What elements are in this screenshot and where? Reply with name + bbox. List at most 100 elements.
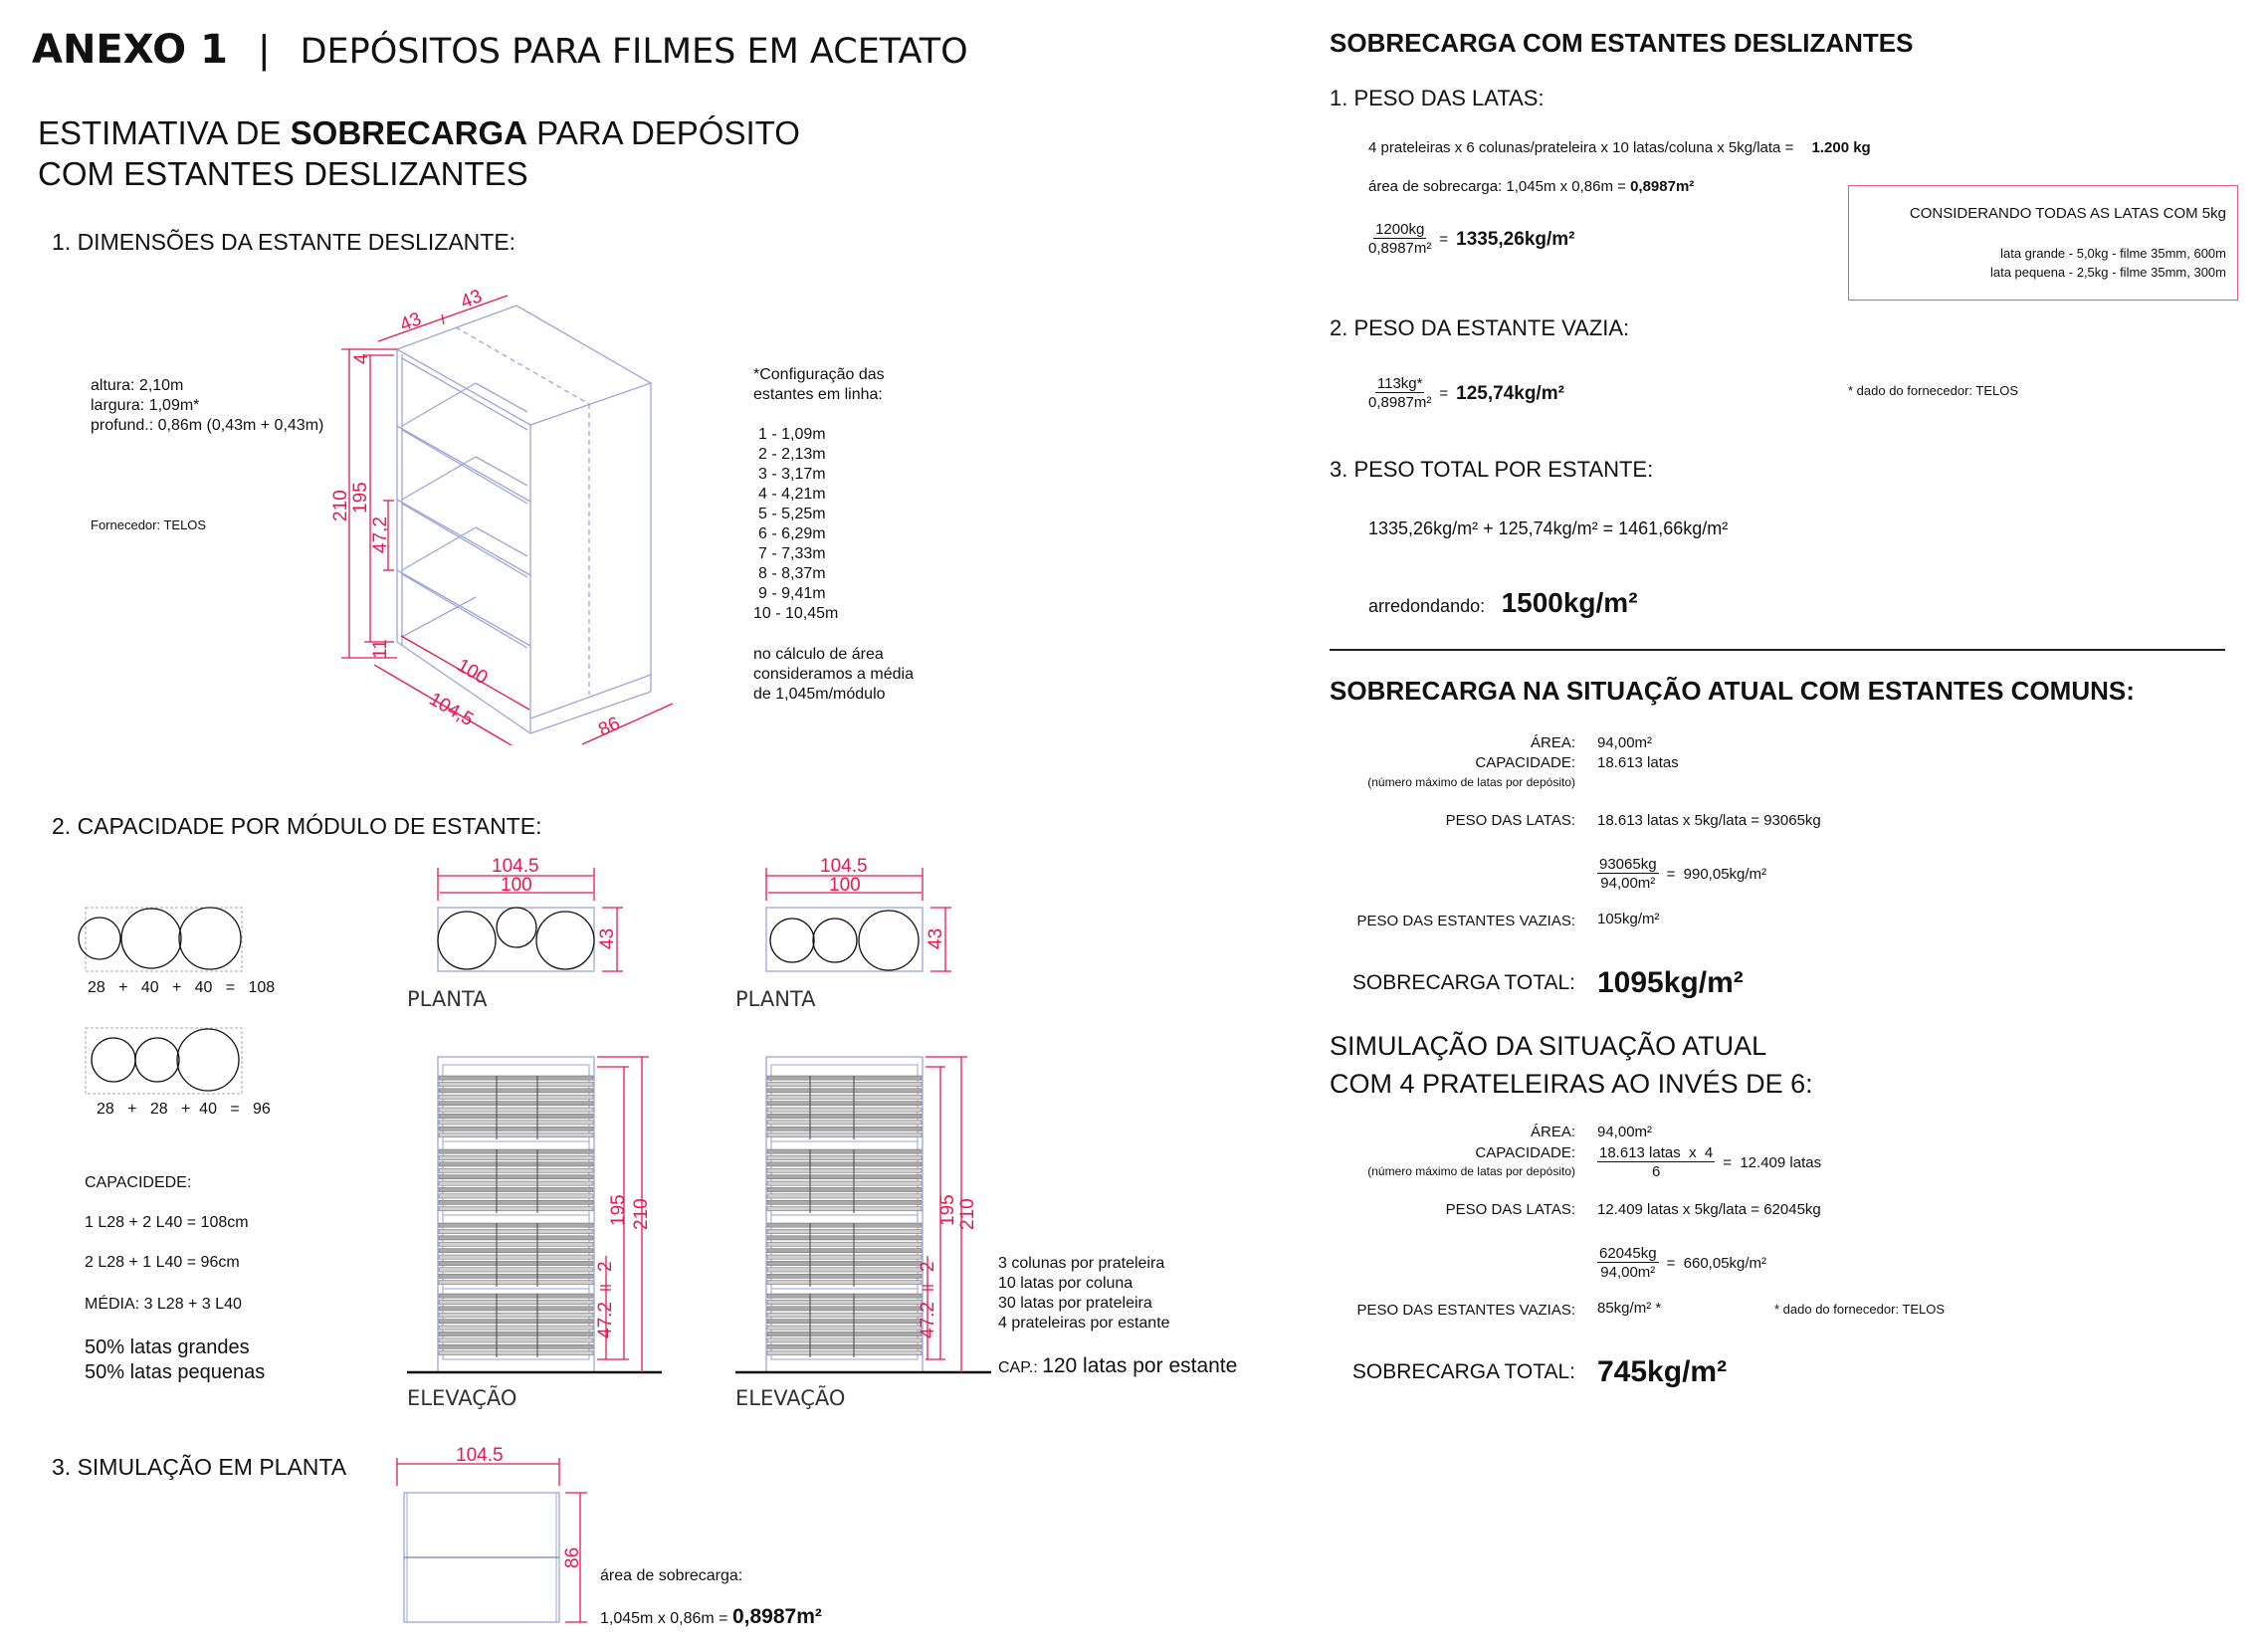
film-can-row xyxy=(766,1206,923,1212)
cap-label: CAP.: xyxy=(998,1359,1038,1376)
can-combo-1 xyxy=(78,907,243,972)
dim-elev2-210: 210 xyxy=(957,1198,978,1230)
right-title-current: SOBRECARGA NA SITUAÇÃO ATUAL COM ESTANTE… xyxy=(1330,676,2135,706)
r2-empty-value: 105kg/m² xyxy=(1597,911,1660,927)
plan-label-2: PLANTA xyxy=(735,987,816,1011)
subtitle-pre: ESTIMATIVA DE xyxy=(38,114,291,151)
dim-plan2-43: 43 xyxy=(926,928,946,949)
r3-empty-label: PESO DAS ESTANTES VAZIAS: xyxy=(1356,1302,1576,1319)
film-can-row xyxy=(766,1120,923,1126)
area-note-1: no cálculo de área xyxy=(753,646,884,663)
section-2-heading: 2. CAPACIDADE POR MÓDULO DE ESTANTE: xyxy=(52,813,542,839)
film-can-row xyxy=(766,1350,923,1356)
round-label: arredondando: xyxy=(1368,596,1486,616)
p1-calc-formula: 4 prateleiras x 6 colunas/prateleira x 1… xyxy=(1368,139,1794,156)
film-can-row xyxy=(438,1300,594,1305)
film-can-row xyxy=(438,1126,594,1131)
note-columns: 3 colunas por prateleira xyxy=(998,1255,1165,1272)
film-can-row xyxy=(766,1082,923,1087)
dim-height-210: 210 xyxy=(330,490,351,521)
config-item: 9 - 9,41m xyxy=(758,585,826,602)
sim-area-formula: 1,045m x 0,86m = xyxy=(600,1610,732,1627)
r2-capacity-value: 18.613 latas xyxy=(1597,754,1679,771)
film-can-row xyxy=(438,1148,594,1154)
pct-small-cans: 50% latas pequenas xyxy=(85,1361,266,1383)
fraction-numerator: 113kg* xyxy=(1374,375,1425,393)
film-can-row xyxy=(766,1101,923,1107)
capacity-per-shelf: CAP.: 120 latas por estante xyxy=(998,1355,1237,1376)
r3-total-value: 745kg/m² xyxy=(1597,1355,1728,1388)
film-can-row xyxy=(766,1261,923,1266)
page-header: ANEXO 1 | DEPÓSITOS PARA FILMES EM ACETA… xyxy=(32,30,968,70)
note-shelves: 4 prateleiras por estante xyxy=(998,1315,1170,1332)
film-can-row xyxy=(766,1199,923,1205)
r3-fraction-result: = 660,05kg/m² xyxy=(1666,1254,1767,1272)
film-can-row xyxy=(766,1267,923,1273)
elevation-view-2 xyxy=(735,1056,991,1374)
plan-label-1: PLANTA xyxy=(407,987,488,1011)
elevation-view-1 xyxy=(407,1056,662,1374)
r2-weight-label: PESO DAS LATAS: xyxy=(1445,812,1575,829)
can-combo-2-sum: 28 + 28 + 40 = 96 xyxy=(97,1101,271,1118)
film-can-row xyxy=(766,1126,923,1131)
assumption-large-can: lata grande - 5,0kg - filme 35mm, 600m xyxy=(2000,246,2226,261)
capacity-line-2: 2 L28 + 1 L40 = 96cm xyxy=(85,1254,240,1271)
film-can-row xyxy=(438,1206,594,1212)
film-can-row xyxy=(766,1337,923,1343)
film-can-row xyxy=(438,1088,594,1094)
dim-elev1-47-2: 47.2 xyxy=(595,1302,616,1338)
dim-sim-86: 86 xyxy=(562,1547,583,1568)
r3-title-1: SIMULAÇÃO DA SITUAÇÃO ATUAL xyxy=(1330,1031,1767,1061)
config-item: 6 - 6,29m xyxy=(758,525,826,542)
film-can-row xyxy=(438,1101,594,1107)
film-can-row xyxy=(438,1132,594,1138)
film-can-row xyxy=(766,1248,923,1254)
fraction-denominator: 94,00m² xyxy=(1600,1264,1656,1281)
subtitle: ESTIMATIVA DE SOBRECARGA PARA DEPÓSITO xyxy=(38,116,800,149)
film-can-row xyxy=(438,1082,594,1087)
config-item: 3 - 3,17m xyxy=(758,466,826,483)
spec-depth: profund.: 0,86m (0,43m + 0,43m) xyxy=(91,417,324,434)
dim-elev2-47-2: 47.2 xyxy=(918,1302,938,1338)
film-can-row xyxy=(766,1088,923,1094)
isometric-shelf-drawing xyxy=(396,305,653,734)
film-can-row xyxy=(438,1155,594,1160)
dim-bottom-11: 11 xyxy=(370,639,391,659)
divider xyxy=(1330,649,2225,651)
film-can-row xyxy=(766,1114,923,1119)
plan-view-2 xyxy=(765,868,951,972)
film-can-row xyxy=(766,1273,923,1279)
assumption-small-can: lata pequena - 2,5kg - filme 35mm, 300m xyxy=(1989,265,2226,280)
sim-area-result: 0,8987m² xyxy=(731,1605,822,1628)
film-can-row xyxy=(438,1107,594,1113)
film-can-row xyxy=(438,1241,594,1247)
dim-plan1-100: 100 xyxy=(501,875,532,896)
fraction-numerator: 93065kg xyxy=(1597,856,1659,874)
supplier-label: Fornecedor: TELOS xyxy=(91,517,207,532)
annex-label: ANEXO 1 xyxy=(32,27,228,73)
film-can-row xyxy=(766,1187,923,1192)
film-can-row xyxy=(766,1132,923,1138)
config-item: 7 - 7,33m xyxy=(758,545,826,562)
fraction-numerator: 62045kg xyxy=(1597,1245,1659,1263)
film-can-row xyxy=(438,1193,594,1199)
film-can-row xyxy=(766,1280,923,1286)
fraction-denominator: 6 xyxy=(1651,1163,1661,1180)
large-can-icon xyxy=(178,907,242,970)
film-can-row xyxy=(766,1293,923,1299)
film-can-row xyxy=(766,1094,923,1100)
film-can-row xyxy=(438,1120,594,1126)
film-can-row xyxy=(438,1075,594,1081)
film-can-row xyxy=(438,1199,594,1205)
right-title-sliding: SOBRECARGA COM ESTANTES DESLIZANTES xyxy=(1330,28,1914,58)
p3-heading: 3. PESO TOTAL POR ESTANTE: xyxy=(1330,457,1654,482)
film-can-row xyxy=(766,1306,923,1312)
p2-heading: 2. PESO DA ESTANTE VAZIA: xyxy=(1330,315,1630,340)
film-can-row xyxy=(766,1254,923,1260)
equals: = xyxy=(1439,384,1449,402)
film-can-row xyxy=(438,1094,594,1100)
film-can-row xyxy=(438,1229,594,1234)
film-can-row xyxy=(766,1229,923,1234)
subtitle-bold: SOBRECARGA xyxy=(290,114,528,151)
